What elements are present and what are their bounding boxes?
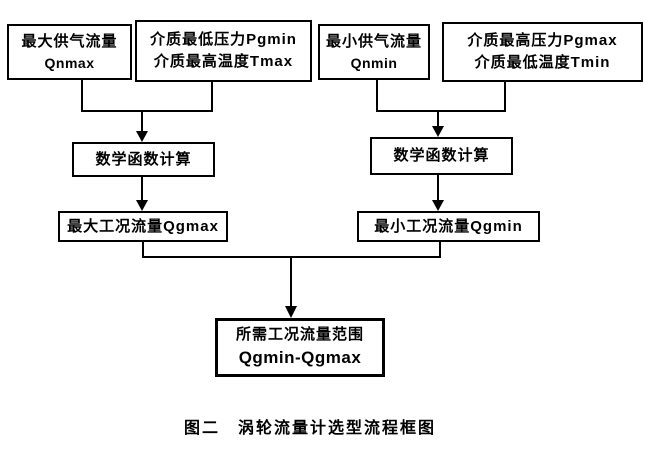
arrowhead-into-qgmax [136, 200, 148, 211]
node-qnmin-line1: 最小供气流量 [325, 32, 422, 50]
arrowhead-into-qgmin [432, 200, 444, 211]
node-qgmax: 最大工况流量Qgmax [58, 211, 228, 242]
connector-bottom-bracket [142, 242, 441, 309]
node-calc-left-label: 数学函数计算 [95, 150, 192, 168]
arrowhead-into-calc-left [136, 131, 148, 142]
node-pgmin-tmax-line1: 介质最低压力Pgmin [150, 31, 297, 49]
node-qnmin: 最小供气流量 Qnmin [318, 24, 430, 80]
connector-left-bracket [81, 80, 213, 134]
node-result-range: 所需工况流量范围 Qgmin-Qgmax [215, 318, 385, 377]
node-qnmax-line2: Qnmax [44, 54, 95, 71]
node-pgmax-tmin-line1: 介质最高压力Pgmax [467, 32, 618, 50]
node-qnmin-line2: Qnmin [350, 54, 398, 71]
node-qgmin: 最小工况流量Qgmin [357, 211, 540, 242]
node-calc-right: 数学函数计算 [370, 137, 513, 175]
node-pgmin-tmax-line2: 介质最高温度Tmax [153, 53, 294, 70]
node-qgmax-label: 最大工况流量Qgmax [67, 217, 219, 235]
figure-caption: 图二 涡轮流量计选型流程框图 [183, 420, 436, 437]
arrowhead-into-calc-right [432, 126, 444, 137]
node-result-line2: Qgmin-Qgmax [238, 348, 362, 368]
node-calc-right-label: 数学函数计算 [393, 147, 490, 165]
node-pgmax-tmin-line2: 介质最低温度Tmin [474, 54, 611, 71]
node-pgmin-tmax: 介质最低压力Pgmin 介质最高温度Tmax [135, 20, 312, 82]
connector-right-bracket [376, 80, 506, 129]
node-pgmax-tmin: 介质最高压力Pgmax 介质最低温度Tmin [442, 22, 643, 82]
node-qgmin-label: 最小工况流量Qgmin [374, 217, 523, 235]
node-qnmax: 最大供气流量 Qnmax [7, 24, 132, 80]
node-calc-left: 数学函数计算 [72, 142, 215, 177]
arrowhead-into-result [285, 306, 297, 318]
node-result-line1: 所需工况流量范围 [235, 326, 364, 344]
node-qnmax-line1: 最大供气流量 [21, 32, 118, 50]
